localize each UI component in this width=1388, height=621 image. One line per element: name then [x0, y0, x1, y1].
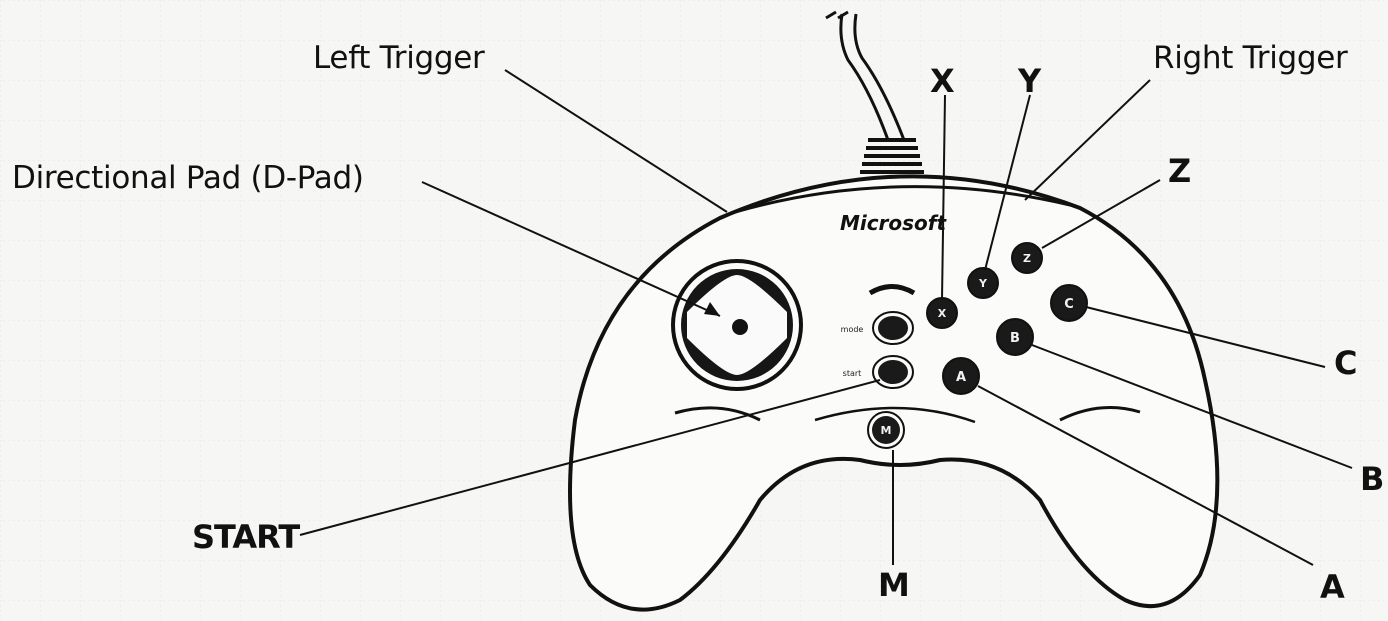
m-button [867, 411, 905, 449]
y-glyph: Y [978, 277, 988, 290]
cable-strain-relief [860, 138, 924, 174]
right-trigger-leader [1024, 79, 1151, 201]
right-trigger-label: Right Trigger [1153, 40, 1348, 76]
trigger-ridge [734, 185, 1071, 214]
c-button [1050, 284, 1088, 322]
b-button [996, 318, 1034, 356]
m-label: M [878, 566, 910, 604]
grip-contour-right [1059, 406, 1141, 422]
y-leader [984, 94, 1031, 271]
button-glyphs: X Y Z A B C M [881, 252, 1074, 437]
left-trigger-label: Left Trigger [313, 40, 485, 76]
a-label: A [1320, 568, 1345, 606]
dpad-leader [421, 181, 721, 317]
center-contour [814, 406, 976, 424]
z-leader [1041, 179, 1161, 249]
mode-led-arc [868, 284, 916, 296]
c-leader [1085, 306, 1326, 368]
grip-contour-left [674, 406, 761, 422]
c-glyph: C [1064, 297, 1074, 312]
z-glyph: Z [1023, 252, 1031, 265]
start-button [872, 355, 914, 389]
dpad-arrowhead [704, 302, 720, 316]
start-label: START [192, 518, 300, 556]
x-leader [941, 94, 946, 301]
cable [825, 10, 906, 141]
a-glyph: A [956, 370, 966, 385]
c-label: C [1334, 344, 1358, 382]
dpad-label: Directional Pad (D-Pad) [12, 160, 364, 196]
y-button [967, 267, 999, 299]
a-button [942, 357, 980, 395]
mode-label: mode [841, 325, 864, 334]
y-label: Y [1018, 62, 1042, 100]
z-button [1011, 242, 1043, 274]
m-glyph: M [881, 424, 892, 437]
start-small-label: start [843, 369, 862, 378]
dpad [671, 259, 803, 391]
b-glyph: B [1010, 331, 1020, 346]
start-leader [299, 379, 881, 536]
x-label: X [930, 62, 955, 100]
mode-button [872, 311, 914, 345]
a-leader [977, 385, 1314, 566]
left-trigger-leader [504, 69, 728, 213]
brand-logo: Microsoft [840, 211, 948, 235]
face-buttons [926, 242, 1088, 395]
z-label: Z [1168, 152, 1192, 190]
b-label: B [1360, 460, 1385, 498]
callout-lines [299, 69, 1353, 566]
b-leader [1031, 344, 1353, 469]
x-glyph: X [938, 307, 947, 320]
